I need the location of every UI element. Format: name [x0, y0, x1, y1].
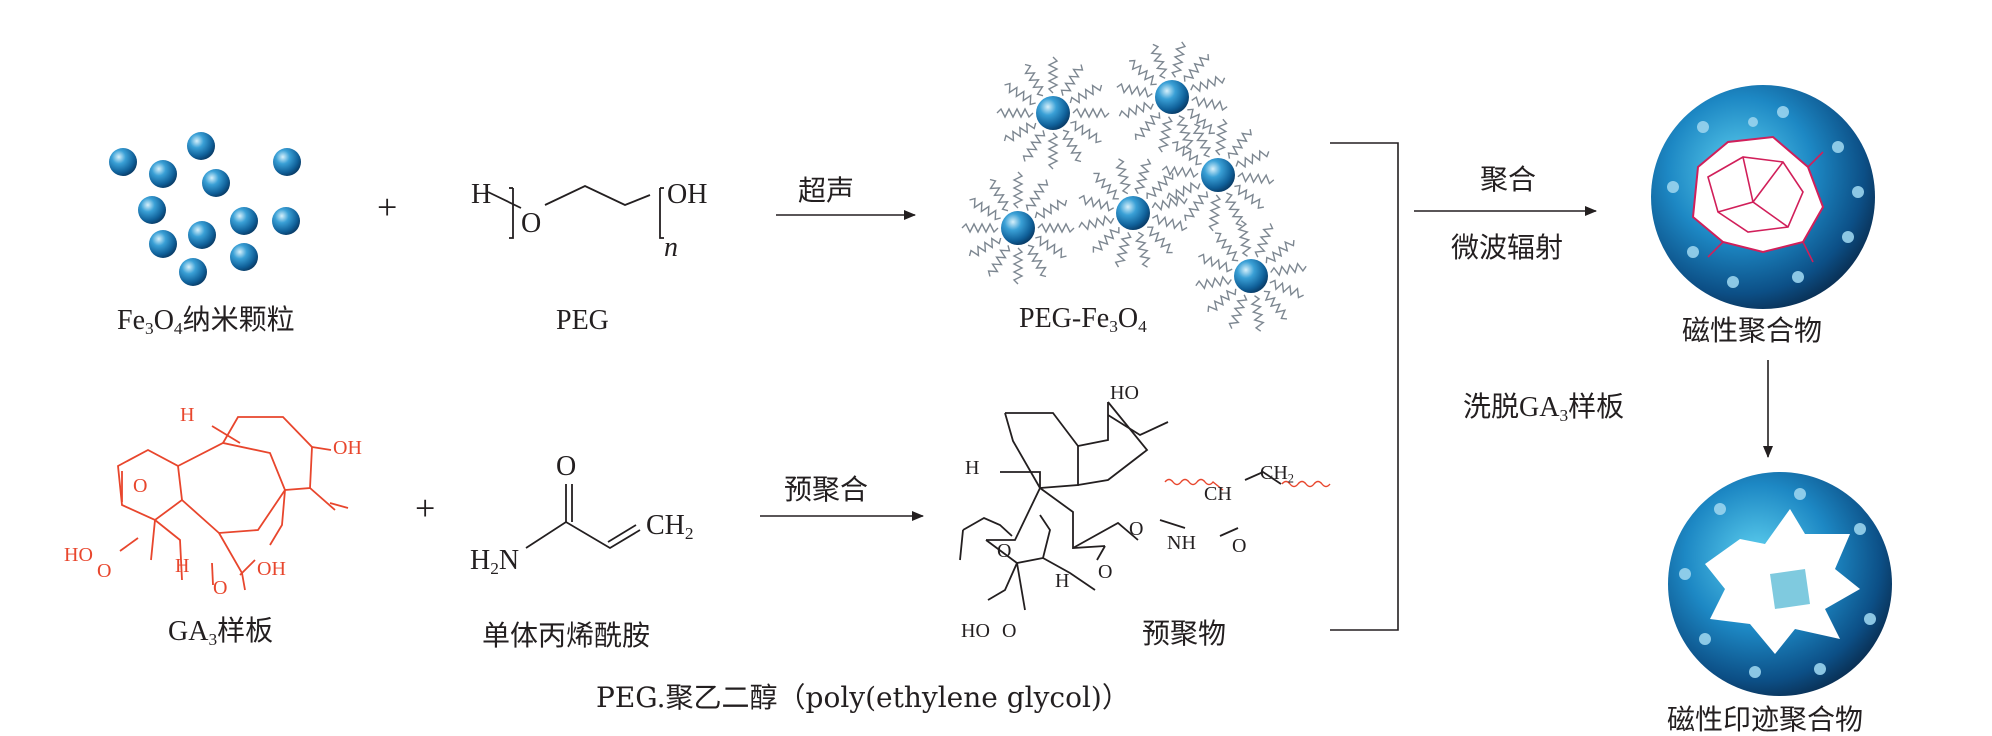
peg-structure: [487, 185, 664, 239]
fe3o4-nanoparticles: [109, 132, 301, 286]
ga3-h-bottom: H: [175, 555, 190, 577]
ga3-template-label: GA3样板: [168, 616, 274, 649]
acrylamide-ch2: CH2: [646, 510, 694, 543]
magnetic-polymer-label: 磁性聚合物: [1682, 314, 1823, 347]
peg-fe3o4-particles: [961, 40, 1308, 333]
peg-o-label: O: [521, 208, 542, 239]
prepolymer-o-ring: O: [997, 540, 1012, 562]
ga3-cooh-oh: OH: [257, 558, 286, 580]
magnetic-imprinted-polymer-sphere: [1668, 472, 1892, 696]
prepolymer-ho-top: HO: [1110, 382, 1139, 404]
ga3-structure: [117, 416, 349, 591]
ga3-o-lactone: O: [97, 560, 112, 582]
merge-bracket: [1330, 142, 1399, 631]
peg-oh-label: OH: [667, 179, 708, 210]
prepolymer-h2: H: [1055, 570, 1070, 592]
plus-sign-bottom: +: [415, 488, 436, 528]
ultrasound-label: 超声: [798, 174, 855, 207]
prepolymer-o-carbonyl: O: [1098, 561, 1113, 583]
prepolymer-o-bottom: O: [1002, 620, 1017, 642]
magnetic-imprinted-polymer-label: 磁性印迹聚合物: [1667, 703, 1864, 736]
prepolymer-h: H: [965, 457, 980, 479]
monomer-label: 单体丙烯酰胺: [482, 619, 651, 652]
peg-fe3o4-label: PEG-Fe3O4: [1019, 303, 1147, 336]
prepolymer-ho-bottom: HO: [961, 620, 990, 642]
ga3-oh: OH: [333, 437, 362, 459]
prepolymer-o-amide: O: [1232, 535, 1247, 557]
prepolymer-label: 预聚物: [1142, 617, 1227, 650]
microwave-label: 微波辐射: [1451, 231, 1564, 264]
prepolymer-o-ester: O: [1129, 518, 1144, 540]
fe3o4-nanoparticles-label: Fe3O4纳米颗粒: [117, 305, 295, 338]
plus-sign-top: +: [377, 187, 398, 227]
peg-h-label: H: [471, 179, 492, 210]
footnote: PEG.聚乙二醇（poly(ethylene glycol)）: [596, 681, 1130, 714]
ga3-carbonyl-o: O: [213, 577, 228, 599]
prepolymerization-label: 预聚合: [784, 473, 869, 506]
acrylamide-o: O: [556, 451, 577, 482]
peg-label: PEG: [556, 305, 609, 336]
ga3-h-top: H: [180, 404, 195, 426]
polymer-chain: [1164, 470, 1331, 491]
prepolymer-ch: CH: [1204, 483, 1232, 505]
prepolymer-ch2: CH2: [1260, 462, 1294, 486]
magnetic-polymer-sphere: [1651, 85, 1875, 309]
peg-n-label: n: [664, 232, 678, 263]
acrylamide-h2n: H2N: [470, 545, 520, 578]
prepolymer-nh: NH: [1167, 532, 1196, 554]
polymerization-label: 聚合: [1480, 163, 1537, 196]
ga3-ho: HO: [64, 544, 93, 566]
acrylamide-structure: [525, 484, 641, 550]
ga3-o-ring: O: [133, 475, 148, 497]
prepolymer-structure: [959, 401, 1239, 611]
elution-label: 洗脱GA3样板: [1463, 392, 1625, 425]
